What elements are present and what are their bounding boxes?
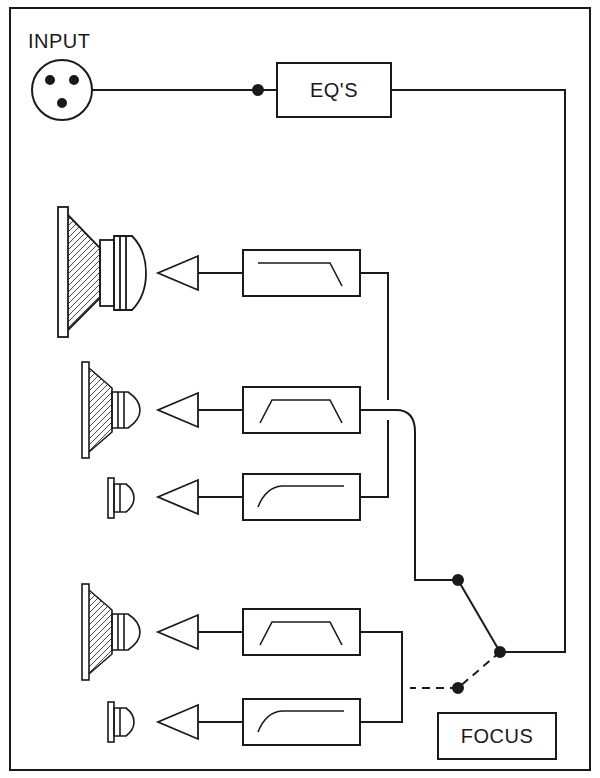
box-text: FOCUS: [461, 725, 534, 747]
input-label: INPUT: [28, 30, 91, 52]
focus-box: FOCUS: [437, 712, 557, 760]
eq-box: EQ'S: [276, 62, 392, 118]
box-text: EQ'S: [310, 79, 358, 101]
